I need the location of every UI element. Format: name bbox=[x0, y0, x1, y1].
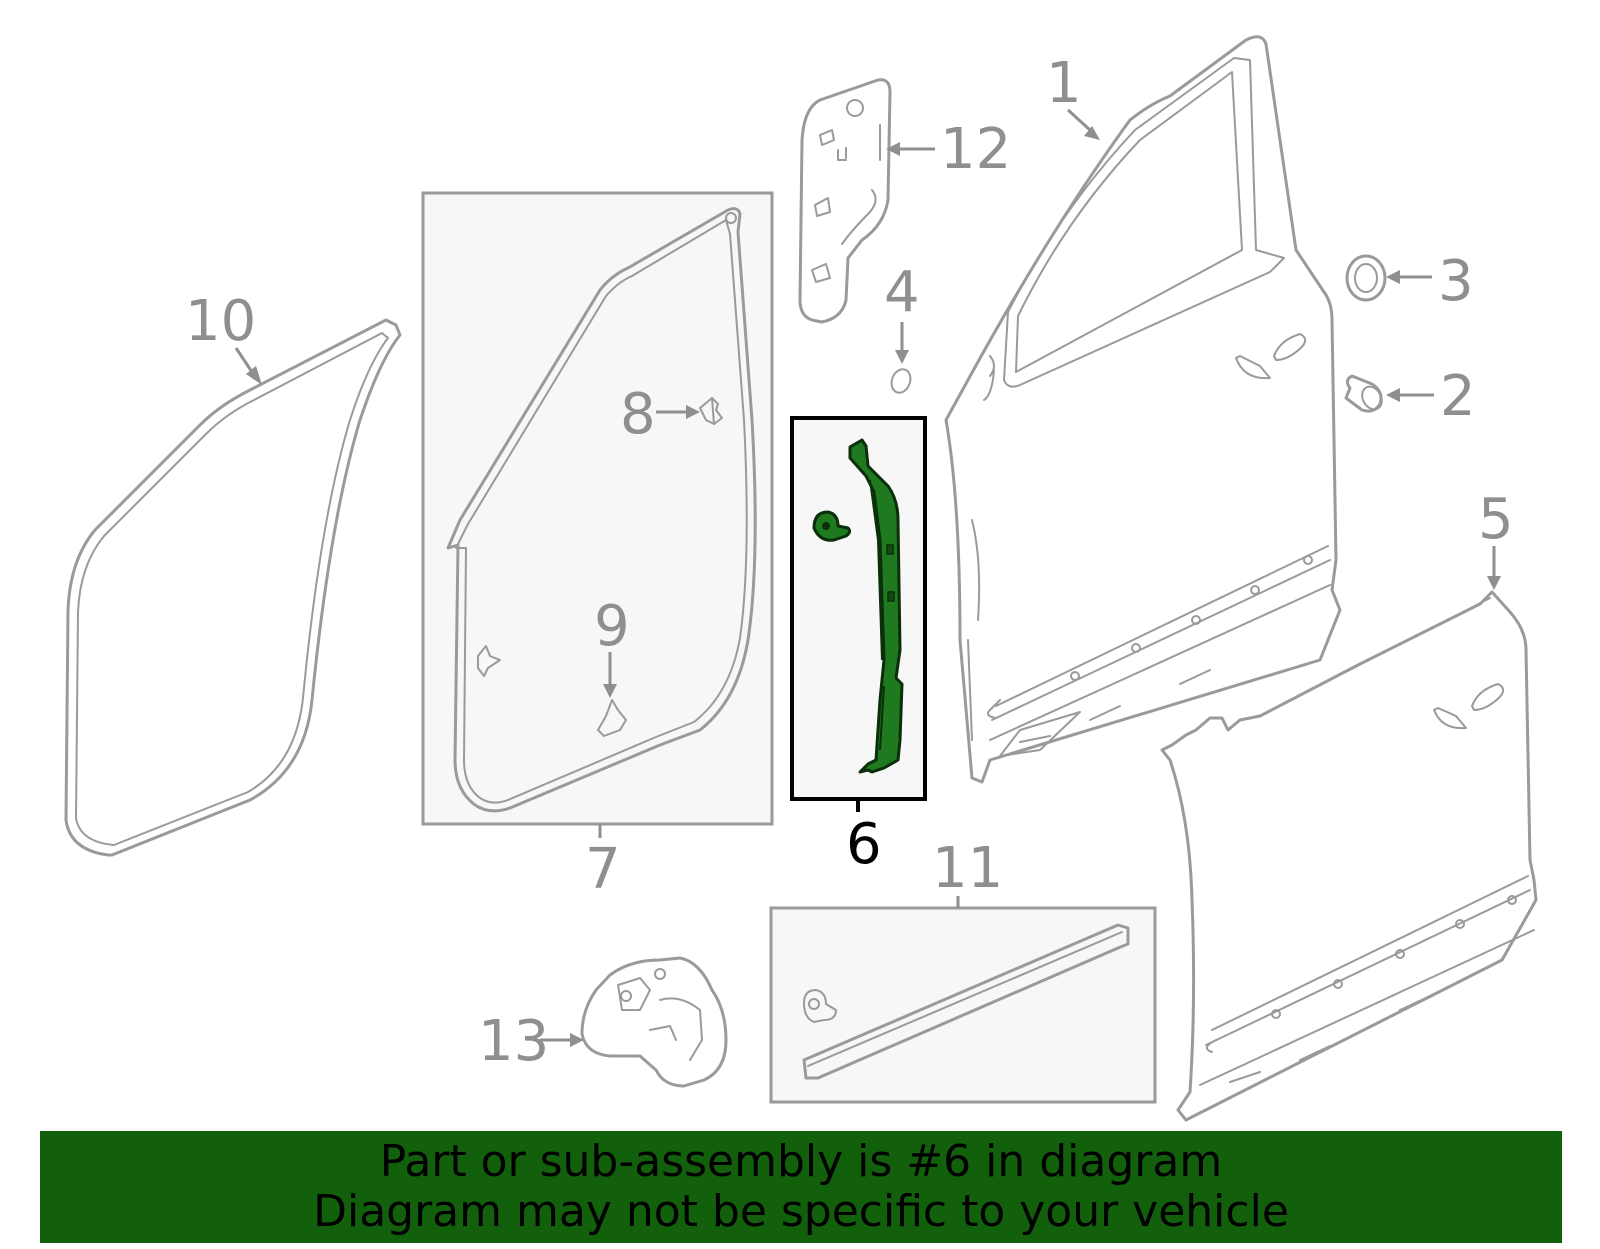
callout-2-group: 2 bbox=[1386, 364, 1476, 429]
part-4-plug bbox=[890, 368, 912, 394]
part-13-bracket bbox=[580, 956, 728, 1088]
part-8-clip bbox=[699, 397, 723, 425]
callout-13-group: 13 bbox=[478, 1009, 584, 1074]
callout-4: 4 bbox=[884, 260, 920, 325]
callout-5: 5 bbox=[1478, 487, 1514, 552]
callout-12-group: 12 bbox=[886, 117, 1011, 182]
callout-9-group: 9 bbox=[594, 594, 630, 698]
part-6-group-box bbox=[790, 416, 927, 812]
notice-line-1: Part or sub-assembly is #6 in diagram bbox=[379, 1136, 1223, 1187]
callout-9: 9 bbox=[594, 594, 630, 659]
part-2-bushing bbox=[1344, 374, 1383, 413]
callout-13: 13 bbox=[478, 1009, 549, 1074]
callout-10: 10 bbox=[185, 289, 256, 354]
part-7-group-box bbox=[421, 191, 774, 838]
part-6-clip bbox=[812, 510, 852, 542]
callout-6: 6 bbox=[846, 812, 882, 877]
part-12-bracket bbox=[798, 78, 892, 324]
callout-8-group: 8 bbox=[620, 382, 700, 447]
callout-12: 12 bbox=[940, 117, 1011, 182]
callout-5-group: 5 bbox=[1478, 487, 1514, 590]
part-9-clip bbox=[477, 645, 627, 737]
part-3-grommet bbox=[1345, 254, 1387, 302]
part-1-front-door bbox=[944, 35, 1342, 784]
part-11-molding bbox=[802, 923, 1130, 1080]
callout-8: 8 bbox=[620, 382, 656, 447]
part-5-door-skin bbox=[1160, 590, 1538, 1122]
callout-7: 7 bbox=[585, 837, 621, 902]
part-6-pillar-reinforcement bbox=[848, 438, 904, 774]
callout-3: 3 bbox=[1438, 249, 1474, 314]
notice-line-2: Diagram may not be specific to your vehi… bbox=[313, 1186, 1289, 1237]
callout-11: 11 bbox=[932, 836, 1003, 901]
callout-1-group: 1 bbox=[1046, 51, 1100, 140]
callout-1: 1 bbox=[1046, 51, 1082, 116]
callout-4-group: 4 bbox=[884, 260, 920, 364]
part-7-door-weatherstrip bbox=[446, 207, 757, 813]
callout-3-group: 3 bbox=[1386, 249, 1474, 314]
part-10-opening-weatherstrip bbox=[64, 318, 402, 857]
notice-banner: Part or sub-assembly is #6 in diagram Di… bbox=[40, 1131, 1562, 1243]
callout-2: 2 bbox=[1440, 364, 1476, 429]
callout-10-group: 10 bbox=[185, 289, 262, 385]
